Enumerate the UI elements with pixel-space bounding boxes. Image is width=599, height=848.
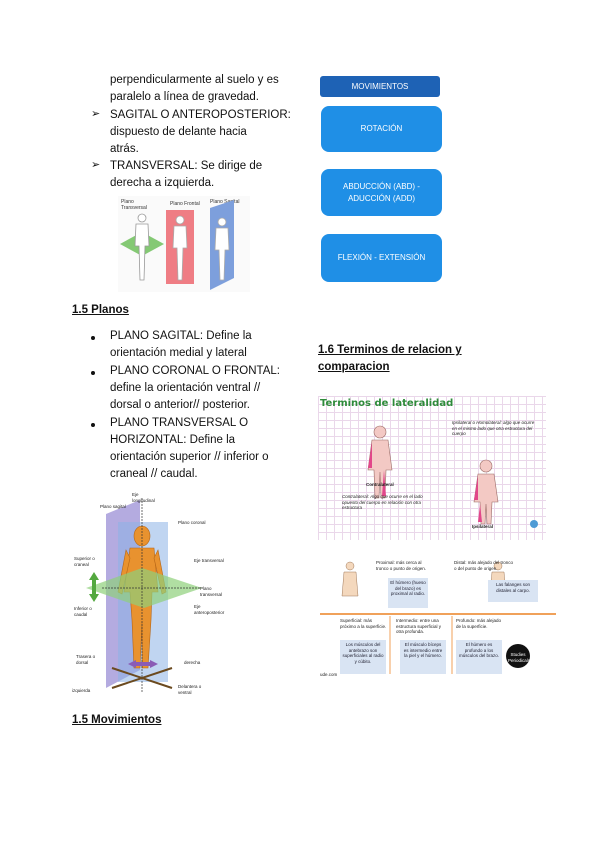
arrow-bullet-icon: ➢ (91, 159, 101, 171)
lateralidad-figure: Terminos de lateralidad Ipsilateral o Ho… (318, 396, 546, 540)
superior-label: Superior o craneal (74, 556, 95, 567)
planes-illustration (120, 200, 234, 290)
ipsilateral-label: Ipsilateral (472, 524, 494, 529)
plano-sagital-line1: PLANO SAGITAL: Define la (110, 330, 252, 342)
plano-transversal-line3: orientación superior // inferior o (110, 451, 269, 463)
rotacion-box: ROTACIÓN (321, 106, 442, 152)
distal-text: Distal: más alejado del tronco o del pun… (454, 560, 514, 571)
plano-transversal-line4: craneal // caudal. (110, 468, 198, 480)
flexion-box: FLEXIÓN - EXTENSIÓN (321, 234, 442, 282)
profundo-example-box: El húmero es profundo a los músculos del… (456, 640, 502, 674)
plano-coronal-fig-label: Plano coronal (178, 520, 206, 525)
heading-movimientos: 1.5 Movimientos (72, 714, 162, 726)
plano-sagital-label: Plano Sagital (210, 199, 240, 205)
planes-figure: Plano Transversal Plano Frontal Plano Sa… (118, 196, 250, 292)
arrow-bullet-icon: ➢ (91, 108, 101, 120)
transversal-text-line2: derecha a izquierda. (110, 177, 215, 189)
plano-sagital-line2: orientación medial y lateral (110, 347, 247, 359)
relacion-figure: Proximal: más cerca al tronco o punto de… (318, 556, 558, 680)
ipsilateral-description: Ipsilateral o Homolateral: algo que ocur… (452, 420, 535, 436)
intermedio-example-box: El músculo bíceps es intermedio entre la… (400, 640, 446, 674)
heading-terminos-line2: comparacion (318, 361, 390, 373)
bullet-dot (91, 423, 95, 427)
plano-coronal-line1: PLANO CORONAL O FRONTAL: (110, 365, 280, 377)
plano-transversal-fig-label: Plano transversal (200, 586, 223, 597)
proximal-example-box: El húmero (hueso del brazo) es proximal … (388, 578, 428, 608)
plano-coronal-line3: dorsal o anterior// posterior. (110, 399, 250, 411)
profundo-text: Profundo: más alejado de la superficie. (456, 618, 502, 629)
heading-planos: 1.5 Planos (72, 304, 129, 316)
intermedio-text: Intermedio: entre una estructura superfi… (396, 618, 442, 634)
proximal-text: Proximal: más cerca al tronco o punto de… (376, 560, 427, 571)
bullet-dot (91, 336, 95, 340)
footer-source: ude.com (320, 672, 338, 677)
flexion-label: FLEXIÓN - EXTENSIÓN (337, 253, 426, 262)
lateralidad-title: Terminos de lateralidad (320, 398, 454, 409)
transversal-text-line1: TRANSVERSAL: Se dirige de (110, 160, 263, 172)
anatomical-planes-figure: Eje longitudinal Plano sagital Plano cor… (72, 492, 230, 700)
plano-frontal-label: Plano Frontal (170, 201, 200, 207)
eje-anteroposterior-label: Eje anteroposterior (194, 604, 225, 615)
plano-coronal-line2: define la orientación ventral // (110, 382, 261, 394)
heading-terminos-line1: 1.6 Terminos de relacion y (318, 344, 462, 356)
plano-transversal-label: Plano Transversal (121, 199, 147, 211)
intro-text-line2: paralelo a línea de gravedad. (110, 91, 259, 103)
plano-transversal-line2: HORIZONTAL: Define la (110, 434, 236, 446)
bullet-dot (91, 371, 95, 375)
sagital-text-line3: atrás. (110, 143, 139, 155)
sagital-text-line1: SAGITAL O ANTEROPOSTERIOR: (110, 109, 291, 121)
abduccion-box: ABDUCCIÓN (ABD) - ADUCCIÓN (ADD) (321, 169, 442, 216)
sagital-text-line2: dispuesto de delante hacia (110, 126, 247, 138)
delantera-label: Delantera o ventral (178, 684, 202, 695)
derecha-label: derecha (184, 660, 201, 665)
superficial-text: Superficial: más próximo a la superficie… (340, 618, 387, 629)
plano-transversal-line1: PLANO TRANSVERSAL O (110, 417, 249, 429)
distal-example-box: Las falanges son distales al carpo. (488, 580, 538, 602)
trasera-label: Trasera o dorsal (76, 654, 96, 665)
rotacion-label: ROTACIÓN (360, 124, 403, 133)
abduccion-label-line2: ADUCCIÓN (ADD) (347, 193, 416, 203)
contralateral-description: Contralateral: Algo que ocurre en el lad… (342, 494, 423, 510)
plano-sagital-fig-label: Plano sagital (100, 504, 126, 509)
lateralidad-illustration (367, 425, 538, 528)
inferior-label: Inferior o caudal (74, 606, 92, 617)
abduccion-label-line1: ABDUCCIÓN (ABD) - (343, 181, 420, 191)
eje-transversal-label: Eje transversal (194, 558, 224, 563)
movimientos-header: MOVIMIENTOS (320, 76, 440, 97)
eje-longitudinal-label: Eje longitudinal (132, 492, 155, 503)
anatomical-planes-illustration (86, 498, 202, 692)
intro-text-line1: perpendicularmente al suelo y es (110, 74, 279, 86)
izquierda-label: izquierda (72, 688, 91, 693)
studies-logo: Studies Periodicals (508, 652, 531, 663)
superficial-example-box: Los músculos del antebrazo son superfici… (340, 640, 386, 674)
contralateral-label: Contralateral (366, 482, 394, 487)
